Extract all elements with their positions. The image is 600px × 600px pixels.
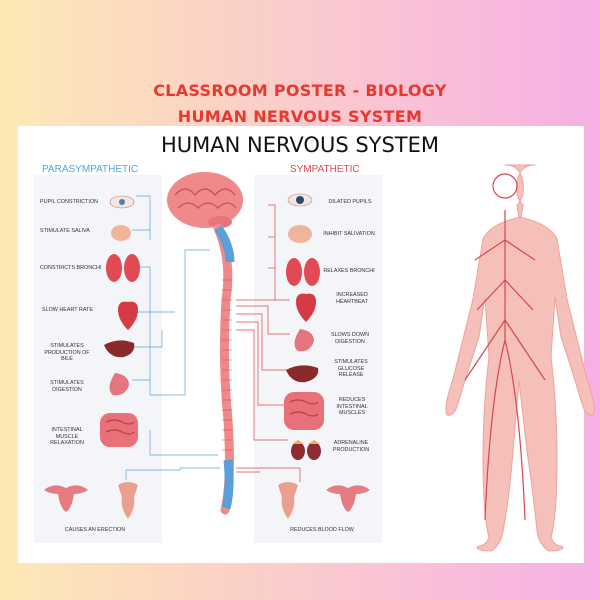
- lungs-icon-right: [286, 258, 320, 286]
- label-slow-heart-rate: SLOW HEART RATE: [42, 307, 93, 313]
- label-constricts-bronchi: CONSTRICTS BRONCHI: [40, 265, 102, 271]
- label-pupil-constriction: PUPIL CONSTRICTION: [40, 199, 98, 205]
- label-slows-digestion: SLOWS DOWN DIGESTION: [330, 332, 370, 345]
- label-causes-erection: CAUSES AN ERECTION: [64, 527, 126, 533]
- intestines-icon-right: [284, 392, 324, 430]
- label-intestinal-relaxation: INTESTINAL MUSCLE RELAXATION: [50, 427, 84, 446]
- label-reduces-intestinal: REDUCES INTESTINAL MUSCLES: [336, 397, 368, 416]
- poster-heading-line2: HUMAN NERVOUS SYSTEM: [177, 107, 423, 126]
- heart-icon-right: [296, 293, 316, 322]
- label-increased-heartbeat: INCREASED HEARTBEAT: [336, 292, 368, 305]
- liver-icon-right: [286, 365, 319, 383]
- stomach-icon-right: [294, 329, 314, 352]
- reproductive-organs-icon-left: [44, 482, 138, 519]
- parasympathetic-column: [34, 175, 162, 543]
- label-bile-production: STIMULATES PRODUCTION OF BILE: [44, 343, 90, 362]
- lungs-icon-left: [106, 254, 140, 282]
- label-dilated-pupils: DILATED PUPILS: [328, 199, 372, 205]
- eye-icon-right: [287, 193, 313, 207]
- heart-icon-left: [118, 301, 138, 330]
- label-reduces-blood-flow: REDUCES BLOOD FLOW: [290, 527, 354, 533]
- sympathetic-connectors: [236, 204, 301, 482]
- label-glucose-release: STIMULATES GLUCOSE RELEASE: [334, 359, 368, 378]
- salivary-gland-icon-right: [288, 225, 312, 243]
- spinal-cord-icon: [213, 223, 235, 515]
- brain-icon: [167, 172, 243, 228]
- label-adrenaline: ADRENALINE PRODUCTION: [332, 440, 370, 453]
- parasympathetic-heading: PARASYMPATHETIC: [42, 164, 139, 175]
- stomach-icon-left: [109, 373, 129, 396]
- adrenal-kidney-icon: [291, 440, 321, 460]
- salivary-gland-icon-left: [111, 225, 131, 241]
- poster-heading-line1: CLASSROOM POSTER - BIOLOGY: [153, 81, 447, 100]
- label-inhibit-salivation: INHIBIT SALIVATION: [323, 231, 375, 237]
- label-relaxes-bronchi: RELAXES BRONCHI: [323, 268, 375, 274]
- eye-icon-left: [109, 195, 135, 209]
- label-stimulates-digestion: STIMULATES DIGESTION: [50, 380, 84, 393]
- intestines-icon-left: [100, 413, 138, 447]
- parasympathetic-connectors: [125, 195, 220, 480]
- reproductive-organs-icon-right: [278, 482, 370, 519]
- poster-title: HUMAN NERVOUS SYSTEM: [160, 133, 440, 157]
- sympathetic-heading: SYMPATHETIC: [290, 164, 360, 175]
- human-body-nervous-system-figure: [445, 164, 595, 552]
- label-stimulate-saliva: STIMULATE SALIVA: [40, 228, 90, 234]
- liver-icon-left: [104, 340, 135, 358]
